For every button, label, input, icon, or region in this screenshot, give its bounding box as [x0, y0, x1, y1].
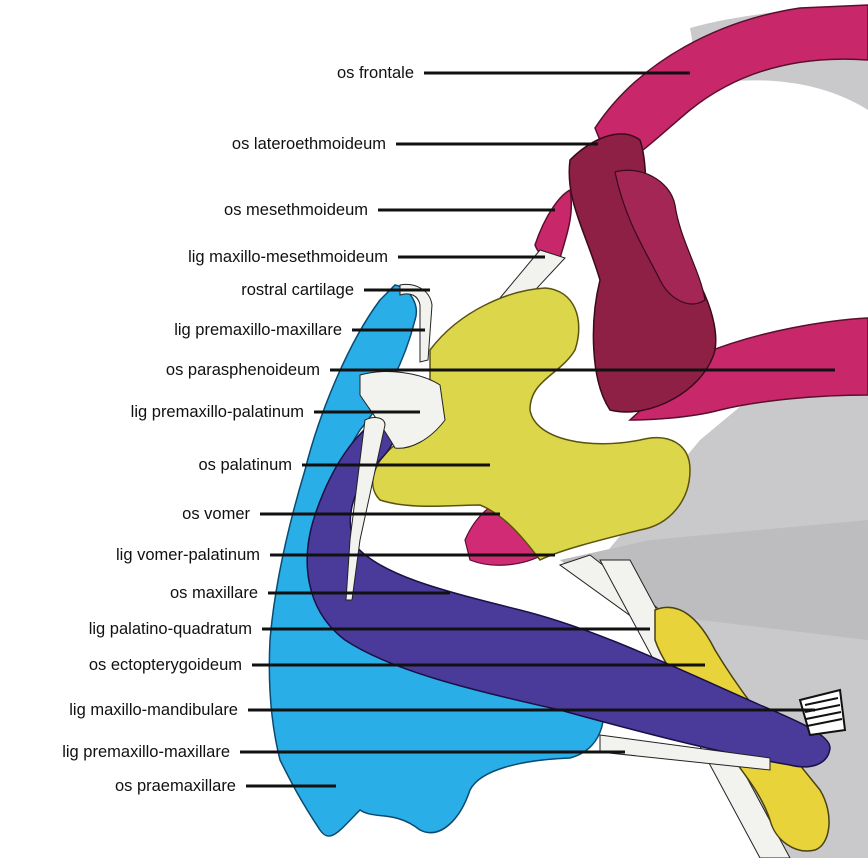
- label-text: os lateroethmoideum: [232, 134, 386, 154]
- label-text: lig maxillo-mandibulare: [69, 700, 238, 720]
- label-os-ectopterygoideum: os ectopterygoideum: [0, 655, 242, 675]
- label-rostral-cartilage: rostral cartilage: [0, 280, 354, 300]
- label-lig-premaxillo-palatinum: lig premaxillo-palatinum: [0, 402, 304, 422]
- label-lig-premaxillo-maxillare-lower: lig premaxillo-maxillare: [0, 742, 230, 762]
- label-lig-premaxillo-maxillare: lig premaxillo-maxillare: [0, 320, 342, 340]
- label-text: lig premaxillo-palatinum: [131, 402, 304, 422]
- label-text: lig premaxillo-maxillare: [174, 320, 342, 340]
- label-text: os mesethmoideum: [224, 200, 368, 220]
- label-text: rostral cartilage: [241, 280, 354, 300]
- label-text: os palatinum: [198, 455, 292, 475]
- label-text: lig palatino-quadratum: [89, 619, 252, 639]
- label-os-lateroethmoideum: os lateroethmoideum: [0, 134, 386, 154]
- label-text: os ectopterygoideum: [89, 655, 242, 675]
- label-text: os vomer: [182, 504, 250, 524]
- label-text: os maxillare: [170, 583, 258, 603]
- label-os-frontale: os frontale: [0, 63, 414, 83]
- label-os-maxillare: os maxillare: [0, 583, 258, 603]
- label-text: lig premaxillo-maxillare: [62, 742, 230, 762]
- label-os-parasphenoideum: os parasphenoideum: [0, 360, 320, 380]
- label-os-mesethmoideum: os mesethmoideum: [0, 200, 368, 220]
- label-lig-palatino-quadratum: lig palatino-quadratum: [0, 619, 252, 639]
- label-lig-maxillo-mesethmoideum: lig maxillo-mesethmoideum: [0, 247, 388, 267]
- label-text: lig vomer-palatinum: [116, 545, 260, 565]
- label-os-praemaxillare: os praemaxillare: [0, 776, 236, 796]
- label-os-vomer: os vomer: [0, 504, 250, 524]
- label-text: os frontale: [337, 63, 414, 83]
- label-lig-maxillo-mandibulare: lig maxillo-mandibulare: [0, 700, 238, 720]
- label-text: os parasphenoideum: [166, 360, 320, 380]
- label-text: os praemaxillare: [115, 776, 236, 796]
- label-os-palatinum: os palatinum: [0, 455, 292, 475]
- os-mesethmoideum-shape: [535, 190, 571, 259]
- label-text: lig maxillo-mesethmoideum: [188, 247, 388, 267]
- label-lig-vomer-palatinum: lig vomer-palatinum: [0, 545, 260, 565]
